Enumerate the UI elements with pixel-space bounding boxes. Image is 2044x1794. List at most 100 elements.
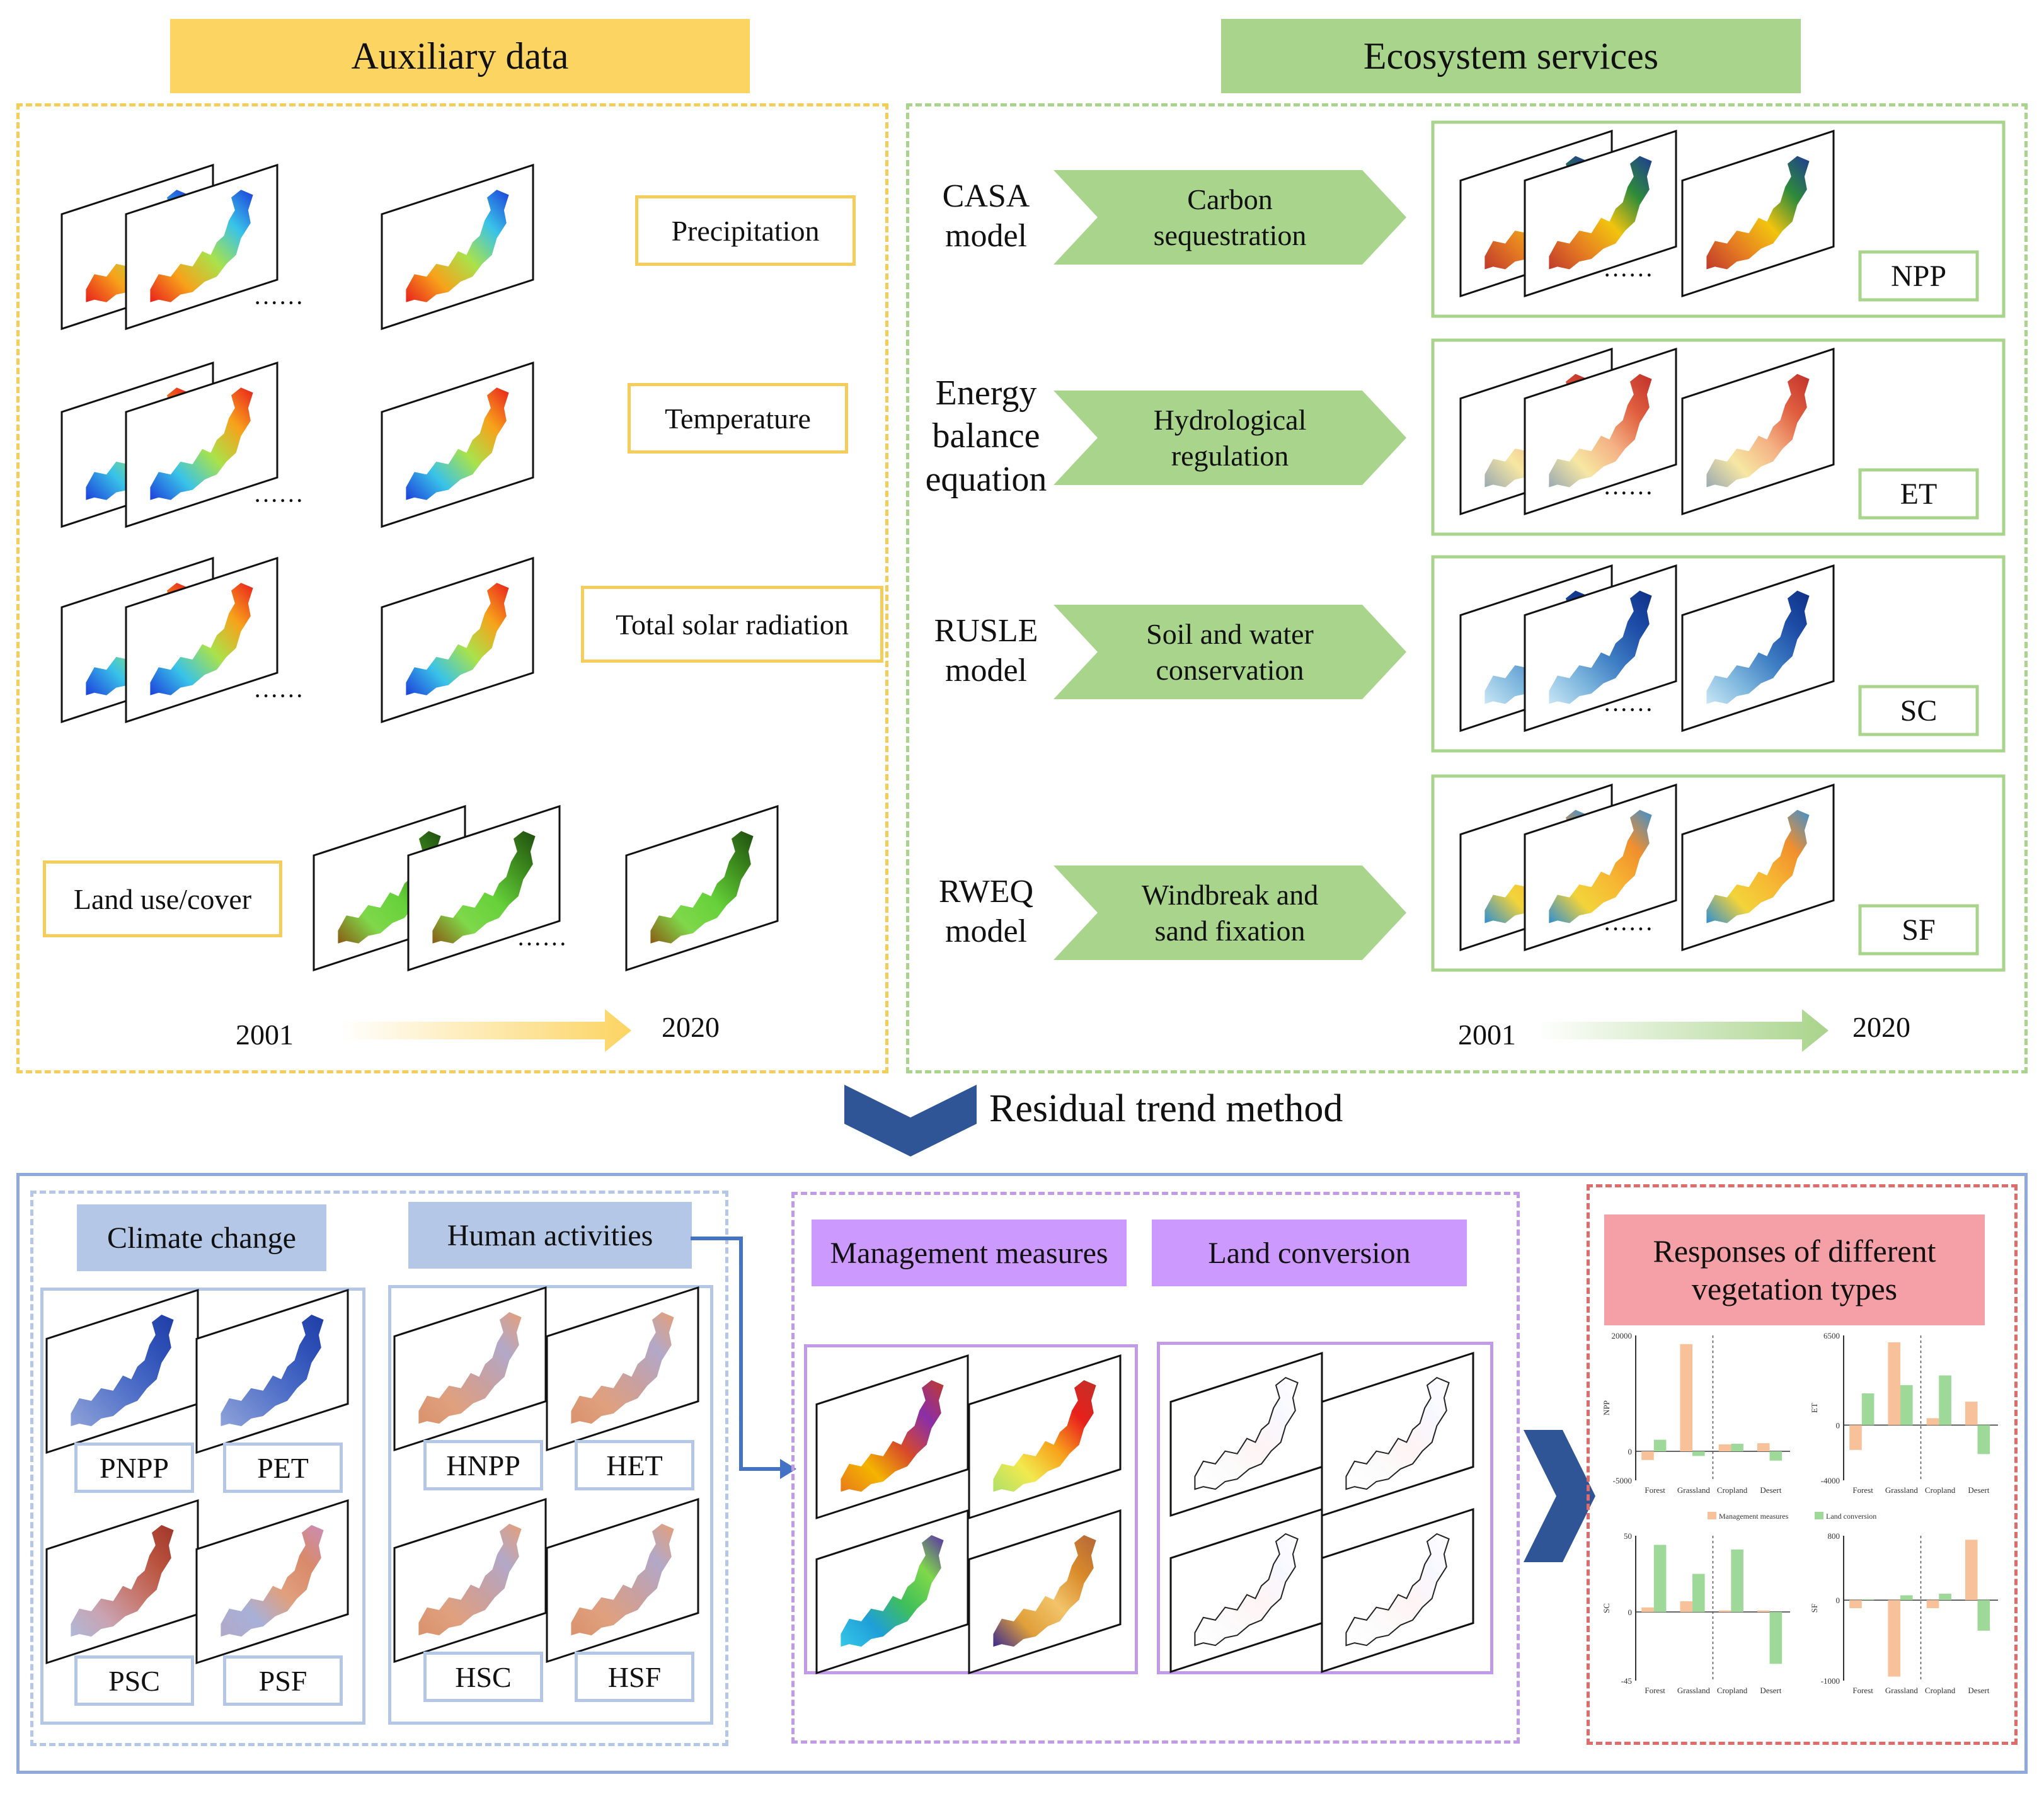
region-map [1549, 156, 1652, 270]
region-map [1484, 374, 1588, 488]
aux-map-2020 [381, 163, 534, 331]
region-map [1484, 156, 1588, 270]
solar-radiation-label: Total solar radiation [581, 586, 883, 663]
human-maps-box [388, 1285, 713, 1725]
bar-desert-management [1965, 1402, 1978, 1425]
axis-label: SF [1810, 1604, 1819, 1613]
region-map [150, 583, 253, 695]
output-label-box [1858, 685, 1979, 736]
residual-trend-method-label: Residual trend method [989, 1087, 1343, 1130]
climate-change-header: Climate change [77, 1204, 326, 1271]
eco-map-2020 [1681, 564, 1835, 733]
management-map [815, 1354, 969, 1520]
bar-desert-management [1965, 1540, 1978, 1601]
management-map [968, 1354, 1122, 1520]
category-label: Grassland [1677, 1485, 1710, 1495]
bar-cropland-conversion [1939, 1375, 1951, 1425]
conversion-map [1321, 1351, 1474, 1517]
bar-grassland-conversion [1692, 1451, 1705, 1456]
region-map [86, 583, 189, 695]
tick-label: 50 [1624, 1531, 1632, 1541]
bar-desert-management [1757, 1610, 1770, 1613]
category-label: Forest [1852, 1686, 1873, 1695]
service-label-sc: Soil and water conservation [1146, 617, 1314, 687]
bar-forest-conversion [1653, 1545, 1667, 1613]
map-frame [1321, 1351, 1474, 1517]
bar-grassland-conversion [1692, 1574, 1705, 1613]
region-map [841, 1380, 944, 1492]
bar-cropland-management [1926, 1418, 1939, 1425]
ecosystem-output-box [1431, 338, 2006, 536]
service-chevron [1054, 170, 1406, 265]
bar-cropland-management [1718, 1444, 1731, 1451]
output-label-et: ET [1900, 477, 1938, 511]
management-measures-header: Management measures [812, 1220, 1127, 1286]
output-label-npp: NPP [1891, 260, 1946, 293]
attribution-group [791, 1192, 1520, 1744]
region-map [71, 1525, 174, 1637]
aux-timeline-arrow [340, 1009, 631, 1052]
category-label: Cropland [1717, 1686, 1748, 1695]
bottom-panel [16, 1173, 2028, 1774]
map-frame [968, 1354, 1122, 1520]
aux-year-start: 2001 [236, 1019, 294, 1051]
driver-label-hsc: HSC [423, 1652, 543, 1702]
output-label-box [1858, 250, 1979, 302]
conversion-map [1169, 1507, 1323, 1674]
driver-label-pnpp: PNPP [74, 1443, 194, 1493]
model-label-sc: RUSLE model [934, 613, 1038, 689]
climate-maps-box [40, 1288, 365, 1725]
aux-map-2020 [381, 556, 534, 724]
service-chevron [1054, 605, 1406, 699]
eco-map-2002 [1524, 347, 1677, 516]
driver-map [393, 1497, 547, 1664]
category-label: Desert [1760, 1485, 1781, 1495]
bar-grassland-management [1888, 1600, 1901, 1677]
map-frame [1681, 564, 1835, 733]
region-map [1194, 1533, 1299, 1647]
land-conversion-header: Land conversion [1152, 1220, 1467, 1286]
bar-forest-conversion [1861, 1599, 1875, 1601]
bar-desert-conversion [1769, 1612, 1783, 1664]
category-label: Grassland [1885, 1686, 1918, 1695]
driver-maps [45, 1286, 699, 1665]
right-chevron-icon [1524, 1430, 1595, 1562]
bar-desert-conversion [1977, 1600, 1990, 1631]
model-label-npp: CASA model [942, 178, 1030, 254]
region-map [993, 1380, 1096, 1492]
ecosystem-services-title: Ecosystem services [1363, 35, 1659, 77]
map-frame [968, 1509, 1122, 1675]
temperature-label: Temperature [628, 383, 848, 454]
conversion-map [1169, 1351, 1323, 1517]
legend-label-management: Management measures [1719, 1512, 1789, 1521]
service-arrow-sf [1054, 866, 1406, 960]
region-map [993, 1535, 1096, 1647]
region-map [221, 1315, 324, 1427]
map-frame [815, 1354, 969, 1520]
driver-map [195, 1499, 349, 1665]
category-label: Desert [1760, 1686, 1781, 1695]
output-label-box [1858, 468, 1979, 520]
map-frame [1681, 347, 1835, 516]
ellipsis-dots: ······ [253, 682, 304, 710]
responses-title: Responses of different vegetation types [1653, 1233, 1936, 1306]
region-map [1706, 809, 1810, 923]
ecosystem-output-box [1431, 120, 2006, 318]
region-map [1345, 1376, 1450, 1490]
ellipsis-dots: ······ [1603, 479, 1653, 507]
category-label: Cropland [1925, 1485, 1956, 1495]
map-frame [1681, 129, 1835, 298]
bar-forest-management [1641, 1451, 1654, 1460]
responses-header: Responses of different vegetation types [1604, 1214, 1985, 1325]
tick-label: -4000 [1821, 1476, 1840, 1485]
bar-desert-conversion [1769, 1451, 1783, 1461]
tick-label: 0 [1628, 1608, 1633, 1617]
region-map [418, 1312, 522, 1424]
region-map [86, 190, 189, 302]
eco-map-2020 [1681, 783, 1835, 952]
management-map [815, 1509, 969, 1675]
